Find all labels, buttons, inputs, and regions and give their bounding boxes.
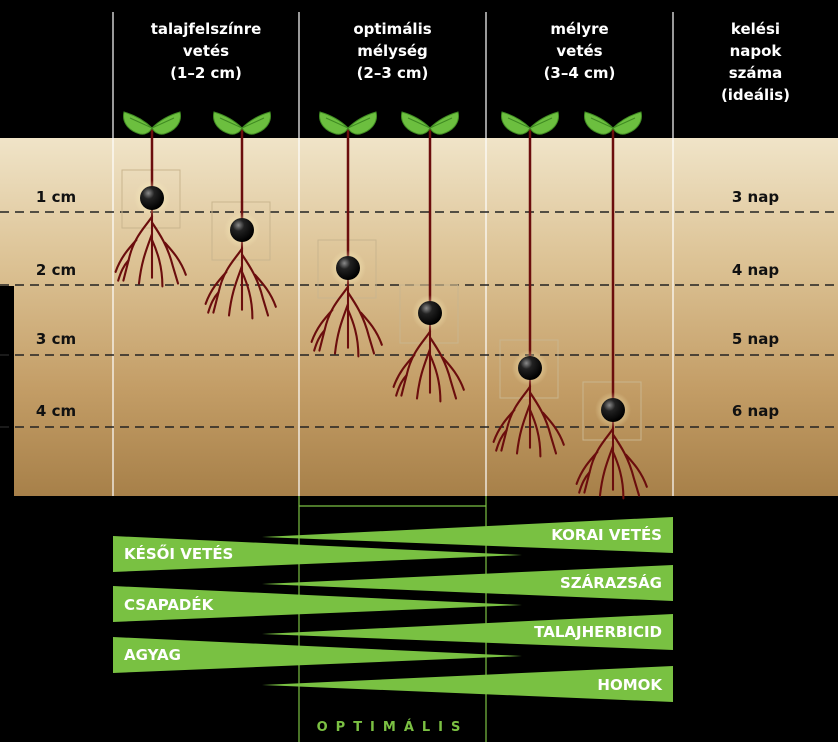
seed-icon bbox=[336, 256, 360, 280]
factor-label-keso-vetes: KÉSŐI VETÉS bbox=[124, 545, 234, 563]
wedge-keso-vetes bbox=[113, 536, 522, 572]
depth-label-1: 1 cm bbox=[35, 188, 77, 206]
header-surface-sowing: talajfelszínre vetés (1–2 cm) bbox=[150, 20, 262, 82]
wedge-agyag bbox=[113, 637, 522, 673]
days-label-2: 4 nap bbox=[731, 261, 780, 279]
wedge-talajherbicid bbox=[262, 614, 673, 650]
seed-icon bbox=[601, 398, 625, 422]
factor-label-csapadek: CSAPADÉK bbox=[124, 596, 214, 614]
seedling-2 bbox=[204, 111, 277, 320]
header-band bbox=[0, 0, 838, 138]
factor-label-talajherbicid: TALAJHERBICID bbox=[534, 623, 662, 641]
days-label-3: 5 nap bbox=[731, 330, 780, 348]
seedling-4 bbox=[392, 111, 465, 403]
days-label-1: 3 nap bbox=[731, 188, 780, 206]
days-label-4: 6 nap bbox=[731, 402, 780, 420]
header-deep-sowing: mélyre vetés (3–4 cm) bbox=[543, 20, 616, 82]
factor-label-korai-vetes: KORAI VETÉS bbox=[551, 526, 662, 544]
seed-icon bbox=[518, 356, 542, 380]
header-optimal-depth: optimális mélység (2–3 cm) bbox=[353, 20, 432, 82]
seedling-6 bbox=[575, 111, 648, 500]
seedling-3 bbox=[310, 111, 383, 358]
seedling-5 bbox=[492, 111, 565, 458]
depth-lines bbox=[0, 211, 838, 428]
header-emergence-days: kelési napok száma (ideális) bbox=[720, 20, 791, 104]
seedling-1 bbox=[114, 111, 187, 288]
factor-wedges bbox=[113, 517, 673, 702]
depth-label-3: 3 cm bbox=[35, 330, 77, 348]
depth-label-4: 4 cm bbox=[35, 402, 77, 420]
column-dividers bbox=[112, 12, 674, 496]
wedge-csapadek bbox=[113, 586, 522, 622]
seed-icon bbox=[140, 186, 164, 210]
wedge-korai-vetes bbox=[262, 517, 673, 553]
wedge-szarazsag bbox=[262, 565, 673, 601]
depth-label-2: 2 cm bbox=[35, 261, 77, 279]
seed-icon bbox=[418, 301, 442, 325]
optimal-label: OPTIMÁLIS bbox=[316, 720, 469, 735]
factor-label-agyag: AGYAG bbox=[124, 646, 181, 664]
factor-label-szarazsag: SZÁRAZSÁG bbox=[559, 574, 662, 592]
seed-icon bbox=[230, 218, 254, 242]
factor-label-homok: HOMOK bbox=[597, 676, 662, 694]
wedge-homok bbox=[262, 666, 673, 702]
